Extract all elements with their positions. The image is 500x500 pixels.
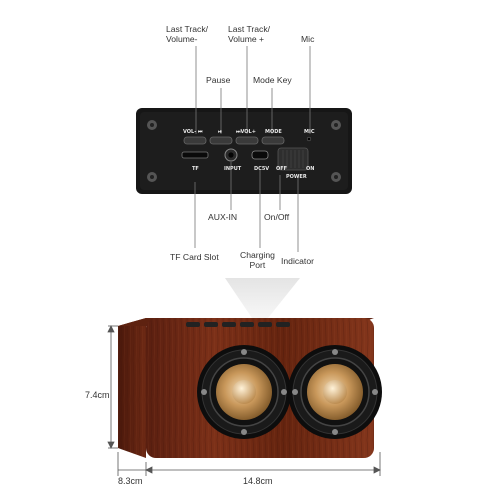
dimension-height: 7.4cm — [85, 390, 110, 400]
panel-label-play: ⏯ — [218, 129, 223, 135]
charging-port[interactable] — [251, 150, 269, 160]
label-on-off: On/Off — [264, 212, 290, 222]
label-indicator: Indicator — [281, 256, 314, 266]
label-mic: Mic — [301, 34, 315, 44]
label-mode-key: Mode Key — [253, 75, 292, 85]
label-pause: Pause — [206, 75, 231, 85]
projection-beam — [225, 278, 300, 318]
label-last-track-volume-plus: Last Track/ Volume + — [228, 24, 271, 44]
panel-label-vol-plus: ⏭VOL+ — [236, 129, 256, 135]
panel-label-mic: MIC — [304, 129, 315, 135]
panel-label-on: ON — [306, 166, 315, 172]
screw-icon — [147, 120, 341, 182]
panel-label-input: INPUT — [224, 166, 242, 172]
label-charging-port: Charging Port — [240, 250, 275, 270]
mic-hole — [306, 136, 312, 142]
label-tf-card-slot: TF Card Slot — [170, 252, 219, 262]
play-pause-button[interactable] — [209, 136, 233, 145]
mode-button[interactable] — [261, 136, 285, 145]
label-aux-in: AUX-IN — [208, 212, 238, 222]
panel-label-tf: TF — [192, 166, 199, 172]
label-last-track-volume-minus: Last Track/ Volume- — [166, 24, 209, 44]
right-speaker-driver — [288, 345, 382, 439]
vol-plus-button[interactable] — [235, 136, 259, 145]
vol-minus-button[interactable] — [183, 136, 207, 145]
panel-label-dc5v: DC5V — [254, 166, 270, 172]
dimension-depth: 8.3cm — [118, 476, 143, 486]
panel-label-mode: MODE — [265, 129, 282, 135]
panel-label-off: OFF — [276, 166, 288, 172]
tf-card-slot[interactable] — [181, 151, 209, 159]
dimension-lines — [107, 325, 381, 476]
dimension-width: 14.8cm — [243, 476, 273, 486]
top-buttons — [186, 322, 290, 327]
callout-lines — [194, 46, 311, 252]
power-switch[interactable] — [277, 147, 309, 171]
panel-label-vol-minus: VOL- ⏮ — [183, 129, 203, 135]
control-panel — [136, 108, 352, 194]
panel-label-power: POWER — [286, 174, 307, 180]
left-speaker-driver — [197, 345, 291, 439]
